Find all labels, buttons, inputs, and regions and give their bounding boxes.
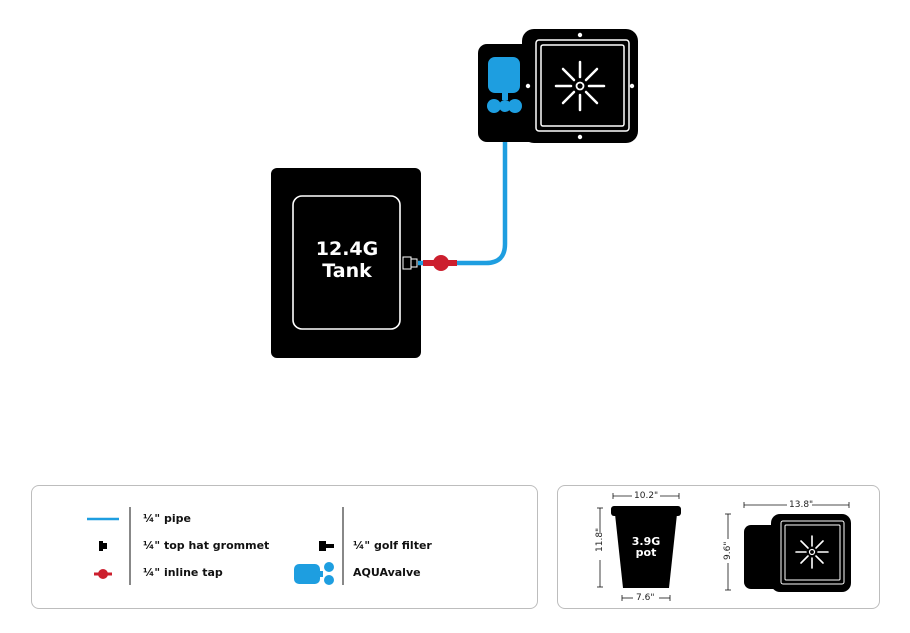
tank-capacity: 12.4G [315, 238, 379, 260]
dimensions-panel [557, 485, 880, 609]
tank-word: Tank [322, 260, 372, 282]
legend-pipe-label: ¼" pipe [143, 512, 191, 525]
pot-word: pot [635, 546, 657, 559]
reservoir-tank [271, 168, 421, 358]
aquavalve-icon [487, 57, 522, 113]
pot-top-width-label: 10.2" [634, 491, 659, 501]
top-hat-grommet [402, 256, 418, 270]
sun-icon [554, 60, 606, 112]
legend-panel [31, 485, 538, 609]
pipe-line [418, 112, 508, 266]
tray-width-label: 13.8" [789, 500, 814, 510]
legend-golf-filter-label: ¼" golf filter [353, 539, 432, 552]
tray-height-label: 9.6" [723, 541, 733, 560]
tank-label: 12.4G Tank [293, 238, 401, 282]
pot-capacity: 3.9G [631, 535, 661, 548]
pot-bottom-width-label: 7.6" [636, 593, 655, 603]
inline-tap [423, 255, 457, 271]
pot-height-label: 11.8" [595, 527, 605, 552]
legend-aquavalve-label: AQUAvalve [353, 566, 421, 579]
legend-grommet-label: ¼" top hat grommet [143, 539, 270, 552]
pot-label: 3.9G pot [618, 536, 674, 558]
legend-tap-label: ¼" inline tap [143, 566, 223, 579]
